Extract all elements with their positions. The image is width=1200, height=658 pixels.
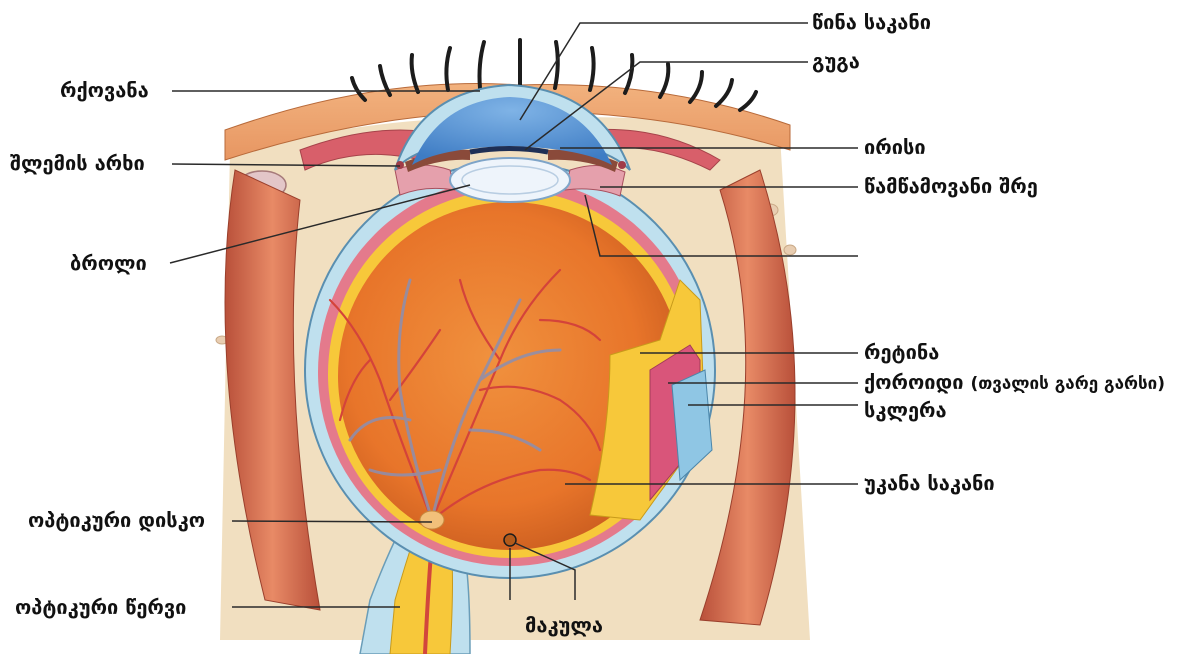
label-ciliary-body: წამწამოვანი შრე	[864, 176, 1038, 196]
macula-spot	[504, 534, 516, 546]
label-choroid-main: ქოროიდი	[864, 370, 963, 394]
label-anterior-chamber: წინა საკანი	[812, 12, 931, 32]
schlemm-canal-right	[618, 161, 626, 169]
label-iris: ირისი	[864, 137, 926, 157]
label-optic-disc: ოპტიკური დისკო	[28, 510, 205, 530]
label-sclera: სკლერა	[864, 400, 947, 420]
lens-body	[450, 158, 570, 202]
label-macula: მაკულა	[525, 615, 603, 635]
leader-optic-disc	[232, 521, 432, 522]
label-choroid: ქოროიდი (თვალის გარე გარსი)	[864, 372, 1165, 393]
label-optic-nerve: ოპტიკური წერვი	[15, 597, 186, 617]
label-choroid-note: (თვალის გარე გარსი)	[970, 374, 1165, 394]
label-cornea: რქოვანა	[60, 80, 149, 100]
label-lens: ბროლი	[70, 253, 147, 273]
label-posterior-chamber: უკანა საკანი	[864, 473, 995, 493]
label-pupil: გუგა	[812, 51, 860, 71]
label-schlemm-canal: შლემის არხი	[10, 153, 145, 173]
schlemm-canal-left	[396, 161, 404, 169]
optic-disc	[420, 511, 444, 529]
label-retina: რეტინა	[864, 342, 939, 362]
